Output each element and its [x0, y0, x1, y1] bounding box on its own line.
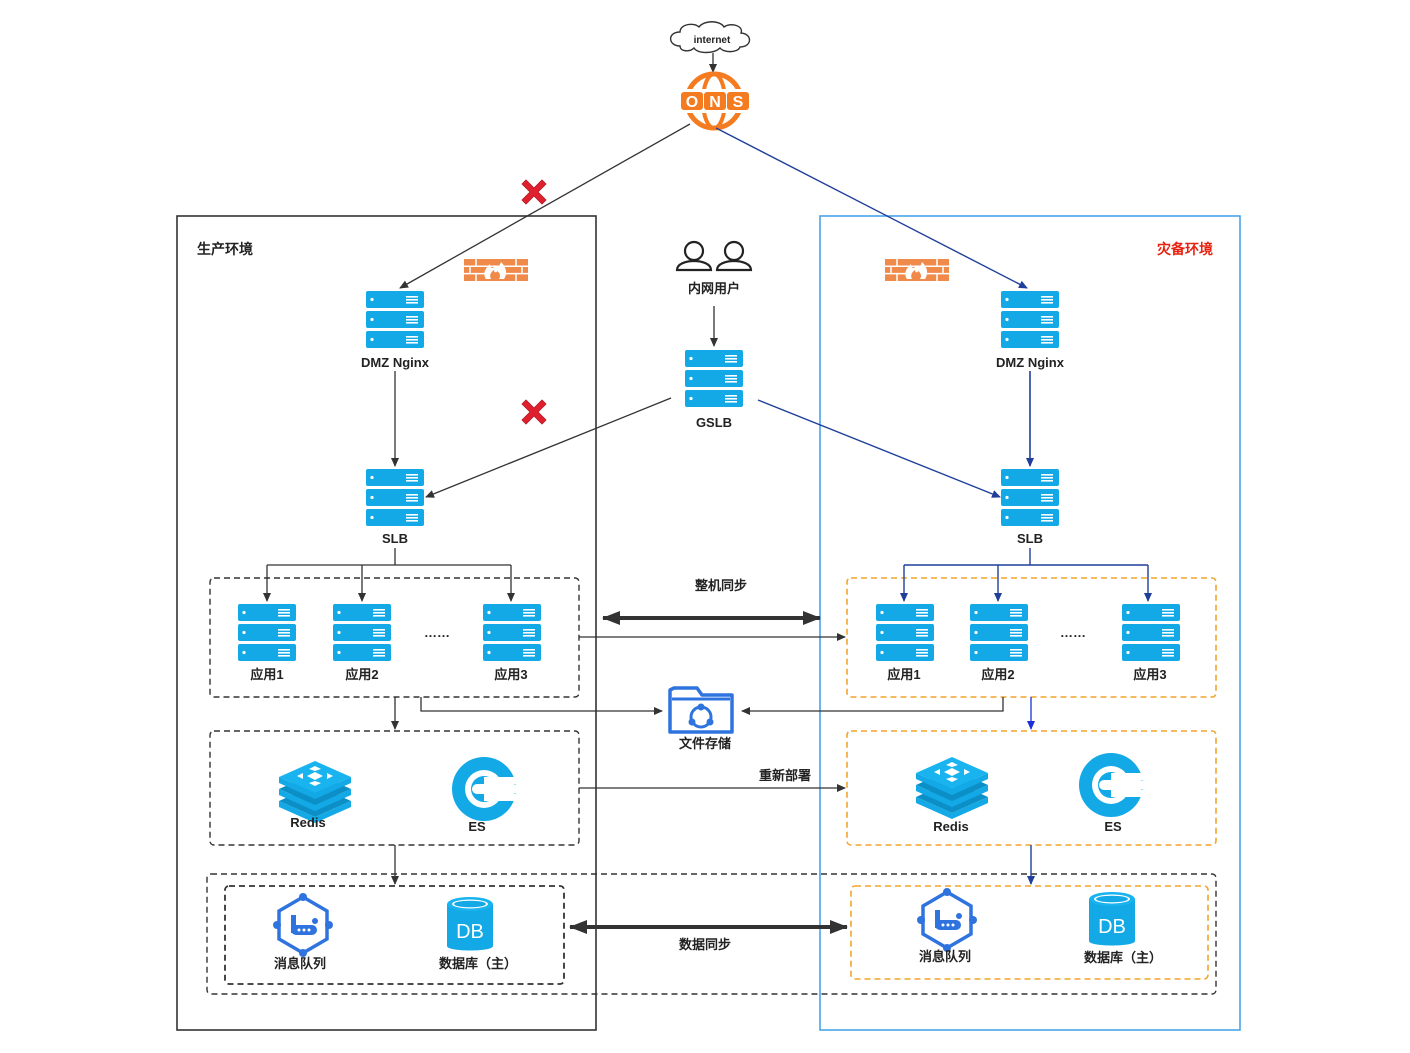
prod-dmz-label: DMZ Nginx	[361, 355, 430, 370]
folder-network-icon	[668, 686, 734, 734]
dr-title: 灾备环境	[1157, 241, 1213, 257]
dr-app-ellipsis: ……	[1060, 625, 1086, 640]
dr-app3-server-icon	[1122, 604, 1180, 661]
prod-app-ellipsis: ……	[424, 625, 450, 640]
ons-letter-n: N	[709, 94, 721, 111]
dr-data-group	[850, 885, 1209, 980]
internet-cloud: internet	[669, 21, 751, 54]
prod-db-label: 数据库（主）	[439, 956, 517, 971]
dr-app3-label: 应用3	[1133, 667, 1166, 682]
edge-ons-dr-dmz	[715, 127, 1028, 289]
prod-redis-label: Redis	[290, 815, 325, 830]
globe-icon	[677, 71, 753, 131]
ons-letter-o: O	[686, 94, 698, 111]
prod-app1-label: 应用1	[250, 667, 283, 682]
prod-mq-label: 消息队列	[274, 956, 326, 971]
edge-dr-apps-file	[741, 697, 1004, 715]
cross-icon	[521, 399, 547, 425]
prod-environment-frame	[176, 215, 597, 1031]
dr-mq-label: 消息队列	[919, 949, 971, 964]
ons-letter-s: S	[733, 94, 744, 111]
sync-data-label: 数据同步	[679, 937, 731, 952]
cross-icon	[521, 179, 547, 205]
prod-es-label: ES	[468, 819, 486, 834]
dr-slb-label: SLB	[1017, 531, 1043, 546]
users-label: 内网用户	[688, 281, 740, 296]
prod-app1-server-icon	[238, 604, 296, 661]
edge-ons-prod-dmz	[399, 123, 691, 289]
es-icon	[452, 757, 518, 821]
dr-app2-label: 应用2	[981, 667, 1014, 682]
prod-db-glyph: DB	[456, 921, 484, 943]
prod-app3-server-icon	[483, 604, 541, 661]
cloud-icon	[669, 21, 751, 54]
edge-gslb-dr-slb	[757, 399, 1001, 498]
shared-data-group	[206, 873, 1217, 995]
file-storage-label: 文件存储	[679, 736, 731, 751]
firewall-icon	[884, 258, 950, 282]
dr-cache-group	[846, 730, 1217, 846]
firewall-icon	[463, 258, 529, 282]
gslb-label: GSLB	[696, 415, 732, 430]
gslb-server-icon	[685, 350, 743, 407]
prod-app3-label: 应用3	[494, 667, 527, 682]
edge-gslb-prod-slb	[425, 397, 672, 498]
prod-dmz-server-icon	[366, 291, 424, 348]
redis-icon	[279, 761, 351, 823]
prod-title: 生产环境	[197, 241, 253, 257]
message-queue-icon	[915, 886, 979, 954]
prod-cache-group	[209, 730, 580, 846]
edge-prod-apps-file	[420, 697, 663, 715]
redeploy-label: 重新部署	[759, 768, 811, 783]
dr-dmz-label: DMZ Nginx	[996, 355, 1065, 370]
redis-icon	[916, 757, 988, 819]
dr-db-glyph: DB	[1098, 916, 1126, 938]
prod-app2-label: 应用2	[345, 667, 378, 682]
message-queue-icon	[271, 891, 335, 959]
dr-slb-server-icon	[1001, 469, 1059, 526]
prod-slb-label: SLB	[382, 531, 408, 546]
dr-es-label: ES	[1104, 819, 1122, 834]
dr-app1-server-icon	[876, 604, 934, 661]
dr-redis-label: Redis	[933, 819, 968, 834]
edge-dr-slb-apps	[900, 548, 1152, 602]
prod-app2-server-icon	[333, 604, 391, 661]
es-icon	[1079, 753, 1145, 817]
users-icon	[675, 240, 753, 272]
prod-slb-server-icon	[366, 469, 424, 526]
dr-db-label: 数据库（主）	[1084, 950, 1162, 965]
ons-node: O N S	[677, 71, 753, 131]
dr-app2-server-icon	[970, 604, 1028, 661]
dr-app1-label: 应用1	[887, 667, 920, 682]
edge-prod-slb-apps	[263, 548, 515, 602]
prod-data-group	[224, 885, 565, 985]
internet-label: internet	[694, 35, 731, 46]
sync-machine-label: 整机同步	[694, 578, 747, 593]
dr-dmz-server-icon	[1001, 291, 1059, 348]
